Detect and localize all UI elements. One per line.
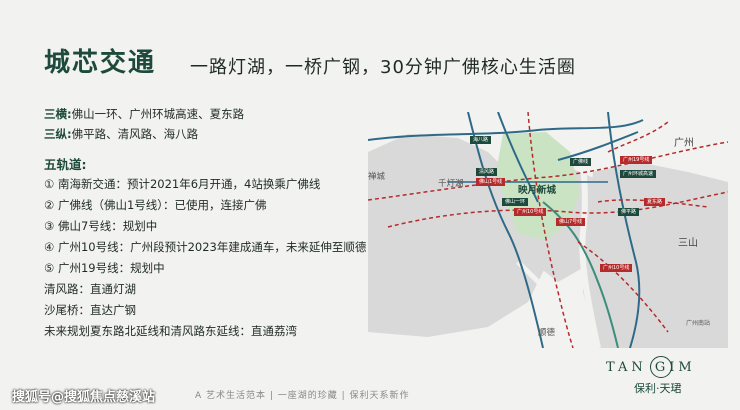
tag-road-6: 佛平路 <box>618 208 640 216</box>
road-blue-4 <box>607 112 641 348</box>
transport-map: 广州 禅城 千灯湖 映月新城 三山 顺德 广州南站 海八路 清风路 佛山1号线 … <box>368 112 728 348</box>
tag-rail-5: 佛山7号线 <box>556 218 586 226</box>
page-subtitle: 一路灯湖，一桥广钢，30分钟广佛核心生活圈 <box>190 57 576 78</box>
tag-rail-6: 广州10号线 <box>600 264 633 272</box>
rail-1 <box>368 141 728 201</box>
tag-road-5: 夏东路 <box>644 198 666 206</box>
page-title: 城芯交通 <box>44 48 157 78</box>
vertical-label: 三纵: <box>44 127 72 141</box>
rail-line-2: ② 广佛线（佛山1号线）：已使用，连接广佛 <box>44 198 267 212</box>
tag-road-4: 佛山一环 <box>502 198 529 206</box>
tag-road-1: 海八路 <box>470 136 492 144</box>
logo-en: TAN GIM <box>606 360 696 375</box>
rail-line-3: ③ 佛山7号线：规划中 <box>44 219 158 233</box>
tag-road-3: 广州环城高速 <box>620 170 657 178</box>
label-qiandenghu: 千灯湖 <box>438 179 464 189</box>
rail-line-4: ④ 广州10号线：广州段预计2023年建成通车，未来延伸至顺德 <box>44 240 367 254</box>
road-blue-5 <box>557 131 639 161</box>
note-3: 未来规划夏东路北延线和清风路东延线：直通荔湾 <box>44 324 297 338</box>
tag-rail-3: 广州19号线 <box>620 156 653 164</box>
rail-line-1: ① 南海新交通：预计2021年6月开通，4站换乘广佛线 <box>44 177 321 191</box>
horizontal-text: 佛山一环、广州环城高速、夏东路 <box>71 107 245 121</box>
tag-rail-1: 佛山1号线 <box>476 178 506 186</box>
logo-cn: 保利·天珺 <box>634 382 682 395</box>
label-guangzhou: 广州 <box>674 138 694 149</box>
tag-rail-2: 广佛线 <box>570 158 592 166</box>
horizontal-label: 三横: <box>44 107 72 121</box>
road-blue-1 <box>368 119 644 141</box>
label-sanshan: 三山 <box>678 238 698 249</box>
tag-rail-4: 广州10号线 <box>514 208 547 216</box>
rail-4 <box>577 241 669 333</box>
label-shunde: 顺德 <box>538 328 556 338</box>
watermark: 搜狐号@搜狐焦点慈溪站 <box>12 390 156 405</box>
vertical-text: 佛平路、清风路、海八路 <box>71 127 199 141</box>
label-chancheng: 禅城 <box>368 172 386 182</box>
label-guangzhou-south: 广州南站 <box>686 320 711 327</box>
note-1: 清风路：直通灯湖 <box>44 282 136 296</box>
horizontal-roads: 三横:佛山一环、广州环城高速、夏东路 <box>44 106 244 122</box>
rail-3 <box>527 112 574 348</box>
logo-mark-icon <box>650 356 672 378</box>
river-2 <box>516 260 581 344</box>
tag-road-2: 清风路 <box>476 168 498 176</box>
rail-heading: 五轨道: <box>44 157 87 172</box>
note-2: 沙尾桥：直达广钢 <box>44 303 136 317</box>
rail-line-5: ⑤ 广州19号线：规划中 <box>44 261 165 275</box>
river <box>570 112 601 348</box>
brand-logo: TAN GIM 保利·天珺 <box>606 356 718 406</box>
vertical-roads: 三纵:佛平路、清风路、海八路 <box>44 126 198 142</box>
label-yingyue: 映月新城 <box>518 185 557 196</box>
footer-slogan: A 艺术生活范本 | 一座湖的珍藏 | 保利天系新作 <box>195 391 410 401</box>
footer: 搜狐号@搜狐焦点慈溪站 A 艺术生活范本 | 一座湖的珍藏 | 保利天系新作 <box>0 380 740 410</box>
road-blue-2 <box>467 112 544 348</box>
road-blue-3 <box>497 112 539 203</box>
